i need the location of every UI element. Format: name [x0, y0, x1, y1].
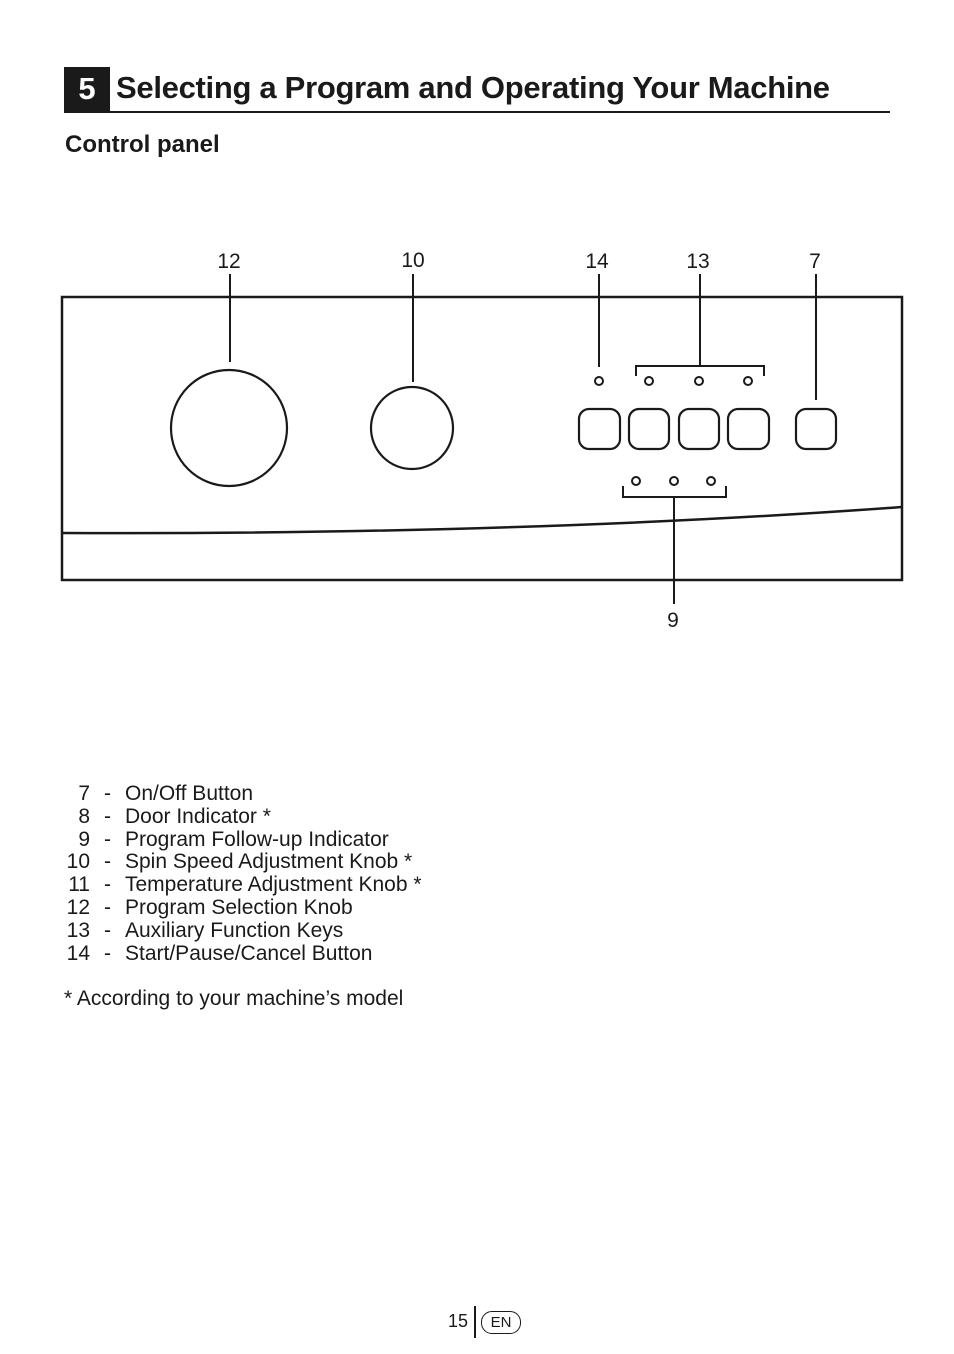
- callout-9: 9: [667, 609, 679, 632]
- control-panel-diagram: 12 10 14 13 7 9: [60, 249, 904, 632]
- callout-13: 13: [686, 250, 709, 273]
- legend-number: 11: [68, 873, 90, 897]
- section-header: 5 Selecting a Program and Operating Your…: [64, 67, 890, 113]
- auxiliary-key: [627, 407, 671, 451]
- legend-dash: -: [104, 804, 111, 828]
- callout-7: 7: [809, 250, 821, 273]
- follow-up-lamp: [706, 476, 716, 486]
- bracket-13: [635, 365, 765, 376]
- page-footer: 15 EN: [0, 1306, 954, 1338]
- footer-divider: [474, 1306, 476, 1338]
- legend-label: Door Indicator *: [125, 804, 271, 828]
- legend-label: Temperature Adjustment Knob *: [125, 873, 422, 897]
- start-pause-lamp: [594, 376, 604, 386]
- legend-dash: -: [104, 827, 111, 851]
- panel-curve: [61, 505, 903, 535]
- auxiliary-lamp: [743, 376, 753, 386]
- legend-dash: -: [104, 782, 111, 805]
- footnote: * According to your machine’s model: [64, 987, 404, 1010]
- legend-number: 7: [78, 782, 90, 805]
- section-number: 5: [64, 67, 110, 111]
- spin-speed-knob: [369, 385, 455, 471]
- legend-number: 9: [78, 827, 90, 851]
- legend-dash: -: [104, 895, 111, 919]
- follow-up-lamp: [631, 476, 641, 486]
- program-selection-knob: [169, 368, 289, 488]
- legend-label: Auxiliary Function Keys: [125, 918, 344, 942]
- callout-14: 14: [585, 250, 609, 273]
- auxiliary-lamp: [644, 376, 654, 386]
- auxiliary-lamp: [694, 376, 704, 386]
- callout-12: 12: [217, 250, 240, 273]
- section-title: Selecting a Program and Operating Your M…: [116, 70, 830, 105]
- auxiliary-key: [677, 407, 721, 451]
- legend-label: Program Selection Knob: [125, 895, 353, 919]
- legend-number: 8: [78, 804, 90, 828]
- subsection-title: Control panel: [65, 131, 220, 158]
- legend-number: 12: [66, 895, 90, 919]
- legend-dash: -: [104, 850, 111, 874]
- panel-outline: [60, 295, 904, 582]
- legend-dash: -: [104, 941, 111, 965]
- legend-dash: -: [104, 873, 111, 897]
- legend-dash: -: [104, 918, 111, 942]
- legend-label: Spin Speed Adjustment Knob *: [125, 850, 413, 874]
- language-badge: EN: [481, 1311, 521, 1334]
- bracket-9: [622, 486, 727, 498]
- legend-number: 13: [66, 918, 90, 942]
- start-pause-button: [577, 407, 622, 451]
- legend-label: Start/Pause/Cancel Button: [125, 941, 373, 965]
- follow-up-lamp: [669, 476, 679, 486]
- legend-label: On/Off Button: [125, 782, 254, 805]
- on-off-button: [794, 407, 838, 451]
- legend-number: 14: [66, 941, 90, 965]
- auxiliary-key: [726, 407, 771, 451]
- page-number: 15: [447, 1311, 468, 1331]
- callout-10: 10: [401, 249, 424, 272]
- legend-number: 10: [66, 850, 90, 874]
- legend-label: Program Follow-up Indicator: [125, 827, 389, 851]
